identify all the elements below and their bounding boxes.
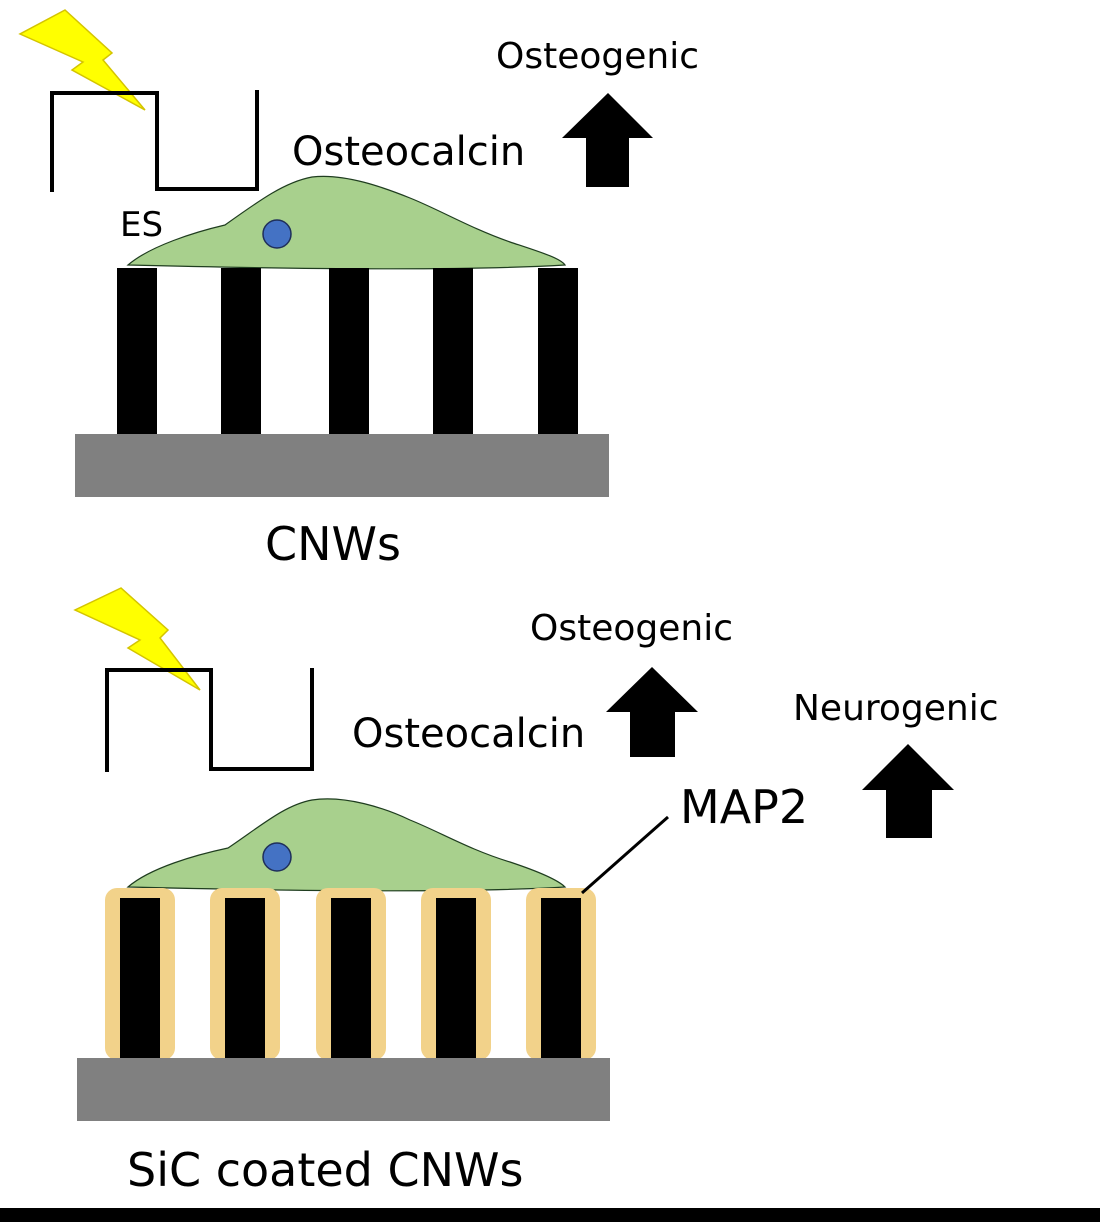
pillar	[433, 268, 473, 435]
pillar	[331, 898, 371, 1060]
map2-label: MAP2	[680, 780, 808, 834]
lightning-bolt-icon	[18, 9, 146, 111]
cell-nucleus	[262, 219, 292, 249]
osteocalcin-label: Osteocalcin	[292, 129, 525, 175]
panel-bottom: MAP2 Osteocalcin Osteogenic Neurogenic S…	[73, 587, 999, 1197]
osteogenic-label: Osteogenic	[530, 608, 733, 649]
substrate-label: CNWs	[265, 517, 401, 571]
substrate-label: SiC coated CNWs	[127, 1143, 523, 1197]
es-label: ES	[120, 205, 163, 245]
square-wave	[50, 90, 259, 192]
pillar	[329, 268, 369, 435]
substrate	[75, 434, 609, 497]
pillar-group	[120, 898, 581, 1060]
cell-nucleus	[262, 842, 292, 872]
up-arrow-icon	[562, 93, 653, 187]
square-wave	[105, 668, 314, 772]
pillar	[225, 898, 265, 1060]
substrate	[77, 1058, 610, 1121]
pillar	[117, 268, 157, 435]
pillar	[120, 898, 160, 1060]
osteogenic-label: Osteogenic	[496, 36, 699, 77]
cell-body	[126, 798, 567, 892]
lightning-bolt-icon	[73, 587, 201, 691]
neurogenic-label: Neurogenic	[793, 688, 999, 729]
up-arrow-icon	[606, 667, 698, 757]
pillar	[436, 898, 476, 1060]
pillar-group	[117, 268, 578, 435]
pillar	[221, 268, 261, 435]
osteocalcin-label: Osteocalcin	[352, 711, 585, 757]
bottom-bar	[0, 1208, 1100, 1222]
panel-top: ES Osteocalcin Osteogenic CNWs	[18, 9, 699, 571]
map2-leader-line	[581, 815, 669, 895]
pillar	[538, 268, 578, 435]
pillar	[541, 898, 581, 1060]
up-arrow-icon	[862, 744, 954, 838]
